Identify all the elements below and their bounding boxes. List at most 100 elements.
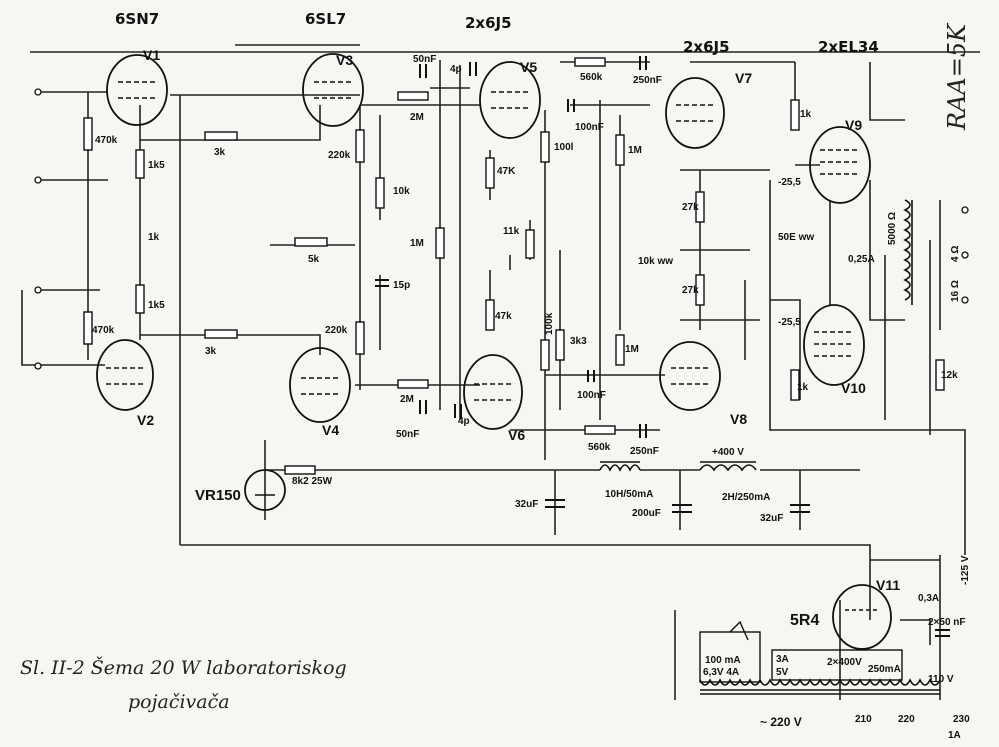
val-50nf-a: 50nF bbox=[413, 54, 436, 65]
label-v11: V11 bbox=[876, 577, 900, 593]
val-tap-210: 210 bbox=[855, 714, 872, 725]
tube-type-6sn7: 6SN7 bbox=[115, 10, 159, 28]
val-fuse-1a: 1A bbox=[948, 730, 961, 741]
val-pot-1k: 1k bbox=[148, 232, 160, 243]
tube-v9 bbox=[809, 126, 871, 204]
label-vr150: VR150 bbox=[195, 487, 241, 504]
tube-v7 bbox=[665, 77, 725, 149]
tube-v5 bbox=[479, 61, 541, 139]
val-1k-b: 1k bbox=[797, 382, 809, 393]
val-1m-c: 1M bbox=[625, 344, 639, 355]
val-5k: 5k bbox=[308, 254, 320, 265]
val-4p-a: 4p bbox=[450, 64, 462, 75]
val-3k3: 3k3 bbox=[570, 336, 587, 347]
val-32uf-b: 32uF bbox=[760, 513, 783, 524]
val-250nf-b: 250nF bbox=[630, 446, 659, 457]
tube-v2 bbox=[96, 339, 154, 411]
tube-v3 bbox=[302, 53, 364, 127]
tube-v10 bbox=[803, 304, 865, 386]
raa-note: RAA=5K bbox=[943, 22, 971, 131]
val-560k-a: 560k bbox=[580, 72, 603, 83]
val-ot-16: 16 Ω bbox=[950, 280, 961, 302]
val-15p: 15p bbox=[393, 280, 410, 291]
label-v9: V9 bbox=[845, 117, 862, 133]
caption-line-1: Sl. II-2 Šema 20 W laboratoriskog bbox=[20, 656, 347, 679]
val-10k: 10k bbox=[393, 186, 410, 197]
tube-type-2x6j5-a: 2x6J5 bbox=[465, 14, 512, 32]
label-5r4: 5R4 bbox=[790, 612, 819, 629]
val-pt-250: 250mA bbox=[868, 664, 901, 675]
val-l1: 10H/50mA bbox=[605, 489, 653, 500]
tube-type-2xel34: 2xEL34 bbox=[818, 38, 879, 56]
label-v1: V1 bbox=[143, 47, 160, 63]
val-100l: 100l bbox=[554, 142, 574, 153]
val-pt-63v: 6,3V 4A bbox=[703, 667, 739, 678]
val-bias-b: -25,5 bbox=[778, 317, 801, 328]
val-pt-5v: 5V bbox=[776, 667, 789, 678]
val-27k-a: 27k bbox=[682, 202, 699, 213]
val-fuse-025: 0,25A bbox=[848, 254, 875, 265]
val-100nf-b: 100nF bbox=[577, 390, 606, 401]
val-1m-b: 1M bbox=[628, 145, 642, 156]
val-32uf-a: 32uF bbox=[515, 499, 538, 510]
val-ot-5000: 5000 Ω bbox=[887, 212, 898, 245]
label-v2: V2 bbox=[137, 412, 154, 428]
tube-type-6sl7: 6SL7 bbox=[305, 10, 346, 28]
val-mains-110: 110 V bbox=[928, 674, 954, 685]
tube-v4 bbox=[289, 347, 351, 423]
val-100k: 100k bbox=[544, 312, 555, 335]
tube-v11 bbox=[832, 584, 892, 650]
val-250nf-a: 250nF bbox=[633, 75, 662, 86]
tubes bbox=[96, 53, 892, 650]
tube-v8 bbox=[659, 341, 721, 411]
capacitors bbox=[375, 56, 950, 637]
val-100nf-a: 100nF bbox=[575, 122, 604, 133]
val-11k: 11k bbox=[503, 226, 520, 237]
val-pot-10k: 10k ww bbox=[638, 256, 673, 267]
val-2m-b: 2M bbox=[400, 394, 414, 405]
label-v10: V10 bbox=[841, 380, 866, 396]
caption-line-2: pojačivača bbox=[128, 691, 230, 713]
tube-type-2x6j5-b: 2x6J5 bbox=[683, 38, 730, 56]
val-pt-2x400: 2×400V bbox=[827, 657, 862, 668]
val-l2: 2H/250mA bbox=[722, 492, 770, 503]
tube-vr150 bbox=[244, 469, 286, 511]
val-50e: 50E ww bbox=[778, 232, 814, 243]
power-transformer bbox=[699, 620, 903, 683]
val-4p-b: 4p bbox=[458, 416, 470, 427]
val-2m-a: 2M bbox=[410, 112, 424, 123]
val-50nf-b: 50nF bbox=[396, 429, 419, 440]
val-47k-upper: 47K bbox=[497, 166, 516, 177]
val-47k-lower: 47k bbox=[495, 311, 512, 322]
tube-v6 bbox=[463, 354, 523, 430]
val-3k-a: 3k bbox=[214, 147, 226, 158]
label-v6: V6 bbox=[508, 427, 525, 443]
val-12k: 12k bbox=[941, 370, 958, 381]
tube-v1 bbox=[106, 54, 168, 126]
val-8k2: 8k2 25W bbox=[292, 476, 333, 487]
label-v3: V3 bbox=[336, 52, 353, 68]
val-1k5-a: 1k5 bbox=[148, 160, 165, 171]
val-ot-4: 4 Ω bbox=[950, 246, 961, 262]
label-v5: V5 bbox=[520, 59, 537, 75]
val-mains-220: ~ 220 V bbox=[760, 715, 802, 729]
val-1k-a: 1k bbox=[800, 109, 812, 120]
val-1m-a: 1M bbox=[410, 238, 424, 249]
label-v4: V4 bbox=[322, 422, 339, 438]
val-470k-b: 470k bbox=[92, 325, 115, 336]
val-fuse-03: 0,3A bbox=[918, 593, 939, 604]
resistors bbox=[83, 57, 945, 475]
val-200uf: 200uF bbox=[632, 508, 661, 519]
val-220k-a: 220k bbox=[328, 150, 351, 161]
val-m125v: -125 V bbox=[960, 555, 971, 585]
val-400v: +400 V bbox=[712, 447, 744, 458]
tube-internals bbox=[106, 81, 879, 611]
val-470k-a: 470k bbox=[95, 135, 118, 146]
terminals bbox=[34, 88, 969, 370]
label-v8: V8 bbox=[730, 411, 747, 427]
val-pt-100ma: 100 mA bbox=[705, 655, 741, 666]
val-3k-b: 3k bbox=[205, 346, 217, 357]
val-c-2x50: 2×50 nF bbox=[928, 617, 966, 628]
val-tap-220: 220 bbox=[898, 714, 915, 725]
